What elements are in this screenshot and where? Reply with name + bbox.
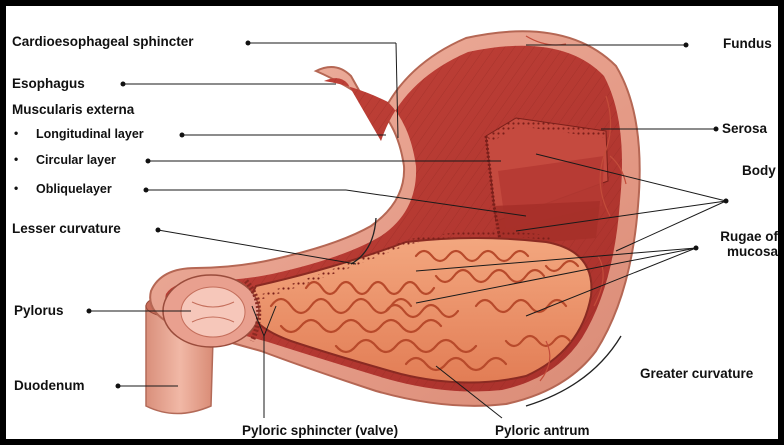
label-cardioesophageal-sphincter: Cardioesophageal sphincter [12, 34, 194, 49]
label-rugae-line1: Rugae of [710, 229, 778, 244]
label-pylorus: Pylorus [14, 303, 64, 318]
diagram-canvas: Cardioesophageal sphincter Esophagus Mus… [6, 6, 778, 439]
label-greater-curvature: Greater curvature [640, 366, 753, 381]
label-body: Body [742, 163, 776, 178]
label-pyloric-sphincter: Pyloric sphincter (valve) [242, 423, 398, 438]
label-fundus: Fundus [723, 36, 772, 51]
bullet-oblique: • [14, 181, 18, 195]
label-rugae-line2: mucosa [710, 244, 778, 259]
label-longitudinal-layer: Longitudinal layer [36, 127, 144, 142]
label-duodenum: Duodenum [14, 378, 85, 393]
bullet-circular: • [14, 152, 18, 166]
label-pyloric-antrum: Pyloric antrum [495, 423, 590, 438]
label-lesser-curvature: Lesser curvature [12, 221, 121, 236]
label-serosa: Serosa [722, 121, 767, 136]
bullet-longitudinal: • [14, 126, 18, 140]
label-oblique-layer: Obliquelayer [36, 182, 112, 197]
label-circular-layer: Circular layer [36, 153, 116, 168]
label-rugae-of-mucosa: Rugae of mucosa [710, 229, 778, 259]
label-muscularis-externa: Muscularis externa [12, 102, 134, 117]
label-esophagus: Esophagus [12, 76, 85, 91]
